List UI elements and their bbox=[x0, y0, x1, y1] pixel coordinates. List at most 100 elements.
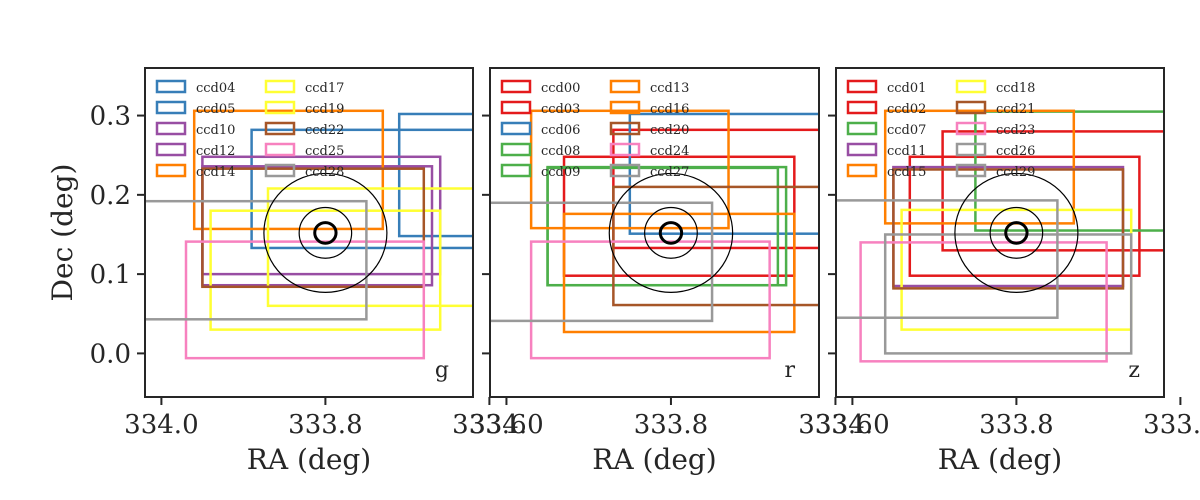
aperture-circle-2 bbox=[644, 206, 698, 259]
legend-swatch-ccd09 bbox=[500, 163, 532, 178]
legend-swatch-ccd12 bbox=[155, 142, 187, 157]
legend-label-ccd13: ccd13 bbox=[650, 81, 689, 96]
ccd-rect-ccd25 bbox=[184, 240, 426, 360]
legend-swatch-ccd27 bbox=[609, 163, 641, 178]
legend-swatch-ccd06 bbox=[500, 121, 532, 136]
legend-swatch-ccd25 bbox=[264, 142, 296, 157]
legend-label-ccd02: ccd02 bbox=[887, 102, 926, 117]
legend-swatch-ccd11 bbox=[846, 142, 878, 157]
y-tick-label: 0.0 bbox=[90, 339, 131, 369]
ccd-rect-ccd02 bbox=[908, 155, 1141, 277]
legend-label-ccd20: ccd20 bbox=[650, 123, 689, 138]
ccd-rect-ccd28 bbox=[145, 199, 368, 321]
ccd-rect-ccd15 bbox=[883, 109, 1076, 225]
legend-label-ccd16: ccd16 bbox=[650, 102, 689, 117]
ccd-rect-ccd07 bbox=[974, 110, 1164, 232]
legend-label-ccd09: ccd09 bbox=[541, 165, 580, 180]
legend-label-ccd14: ccd14 bbox=[196, 165, 235, 180]
legend-swatch-ccd02 bbox=[846, 100, 878, 115]
legend-swatch-ccd00 bbox=[500, 79, 532, 94]
plot-area-r bbox=[490, 109, 819, 360]
legend-swatch-ccd13 bbox=[609, 79, 641, 94]
x-tick-label: 334.0 bbox=[124, 410, 198, 440]
legend-label-ccd12: ccd12 bbox=[196, 144, 235, 159]
legend-swatch-ccd14 bbox=[155, 163, 187, 178]
ccd-rect-ccd27 bbox=[490, 201, 714, 323]
legend-swatch-ccd15 bbox=[846, 163, 878, 178]
band-label: z bbox=[1128, 358, 1140, 383]
aperture-circle-2 bbox=[298, 206, 353, 259]
legend-swatch-ccd03 bbox=[500, 100, 532, 115]
legend-swatch-ccd05 bbox=[155, 100, 187, 115]
legend-swatch-ccd07 bbox=[846, 121, 878, 136]
x-tick-label: 334.0 bbox=[469, 410, 543, 440]
ccd-rect-ccd01 bbox=[941, 130, 1164, 252]
legend-label-ccd11: ccd11 bbox=[887, 144, 926, 159]
axes-frame-z bbox=[835, 67, 1165, 398]
ccd-rect-ccd19 bbox=[209, 209, 442, 331]
ccd-rect-ccd08 bbox=[546, 165, 788, 287]
aperture-circle-1 bbox=[1004, 221, 1029, 245]
panel-g: 334.0 333.8 333.6 0.0 0.1 0.2 0.3 RA (deg) Dec (… bbox=[46, 67, 527, 476]
aperture-circle-1 bbox=[313, 221, 338, 245]
aperture-circle-3 bbox=[954, 172, 1079, 293]
x-tick-label: 333.8 bbox=[979, 410, 1053, 440]
ccd-rect-ccd18 bbox=[900, 208, 1133, 331]
x-axis-title: RA (deg) bbox=[938, 443, 1062, 476]
aperture-circle-3 bbox=[263, 172, 388, 293]
legend-swatch-ccd24 bbox=[609, 142, 641, 157]
ccd-rect-ccd22 bbox=[201, 167, 426, 289]
x-tick-label: 333.8 bbox=[288, 410, 362, 440]
legend-swatch-ccd16 bbox=[609, 100, 641, 115]
plot-area-z bbox=[836, 109, 1164, 363]
legend-swatch-ccd20 bbox=[609, 121, 641, 136]
legend-swatch-ccd19 bbox=[264, 100, 296, 115]
y-axis-title: Dec (deg) bbox=[46, 164, 79, 302]
legend-swatch-ccd08 bbox=[500, 142, 532, 157]
ccd-rect-ccd17 bbox=[266, 187, 473, 308]
legend-z: ccd01ccd02ccd07ccd11ccd15ccd18ccd21ccd23… bbox=[846, 79, 1035, 180]
ccd-rect-ccd16 bbox=[562, 212, 796, 334]
ccd-rect-ccd26 bbox=[883, 233, 1133, 355]
y-tick-label: 0.3 bbox=[90, 102, 131, 132]
legend-label-ccd08: ccd08 bbox=[541, 144, 580, 159]
legend-label-ccd23: ccd23 bbox=[996, 123, 1035, 138]
legend-swatch-ccd17 bbox=[264, 79, 296, 94]
legend-label-ccd03: ccd03 bbox=[541, 102, 580, 117]
x-tick-label: 333.6 bbox=[1143, 410, 1200, 440]
legend-label-ccd28: ccd28 bbox=[305, 165, 344, 180]
legend-label-ccd21: ccd21 bbox=[996, 102, 1035, 117]
ccd-rect-ccd09 bbox=[546, 166, 780, 287]
legend-label-ccd10: ccd10 bbox=[196, 123, 235, 138]
axes-frame-r bbox=[489, 67, 820, 398]
ccd-rect-ccd04 bbox=[397, 112, 473, 238]
legend-label-ccd27: ccd27 bbox=[650, 165, 689, 180]
legend-label-ccd18: ccd18 bbox=[996, 81, 1035, 96]
x-axis-title: RA (deg) bbox=[247, 443, 371, 476]
x-tick-label: 333.6 bbox=[798, 410, 872, 440]
legend-label-ccd26: ccd26 bbox=[996, 144, 1035, 159]
ccd-rect-ccd29 bbox=[836, 199, 1059, 319]
legend-swatch-ccd01 bbox=[846, 79, 878, 94]
aperture-circle-3 bbox=[608, 172, 734, 293]
y-tick-label: 0.2 bbox=[90, 181, 131, 211]
legend-swatch-ccd18 bbox=[955, 79, 987, 94]
x-axis-title: RA (deg) bbox=[592, 443, 716, 476]
legend-swatch-ccd23 bbox=[955, 121, 987, 136]
legend-swatch-ccd26 bbox=[955, 142, 987, 157]
ccd-rect-ccd24 bbox=[529, 240, 771, 360]
legend-label-ccd15: ccd15 bbox=[887, 165, 926, 180]
x-tick-label: 333.6 bbox=[452, 410, 526, 440]
aperture-circle-2 bbox=[989, 206, 1044, 259]
ccd-rect-ccd21 bbox=[892, 168, 1125, 290]
band-label: r bbox=[784, 358, 795, 383]
legend-label-ccd29: ccd29 bbox=[996, 165, 1035, 180]
legend-r: ccd00 ccd03 ccd06 ccd08 ccd09 ccd13 ccd16 ccd20… bbox=[500, 79, 689, 180]
y-tick-label: 0.1 bbox=[90, 260, 131, 290]
legend-swatch-ccd04 bbox=[155, 79, 187, 94]
legend-label-ccd00: ccd00 bbox=[541, 81, 580, 96]
ccd-rect-ccd20 bbox=[612, 185, 819, 307]
legend-label-ccd06: ccd06 bbox=[541, 123, 580, 138]
